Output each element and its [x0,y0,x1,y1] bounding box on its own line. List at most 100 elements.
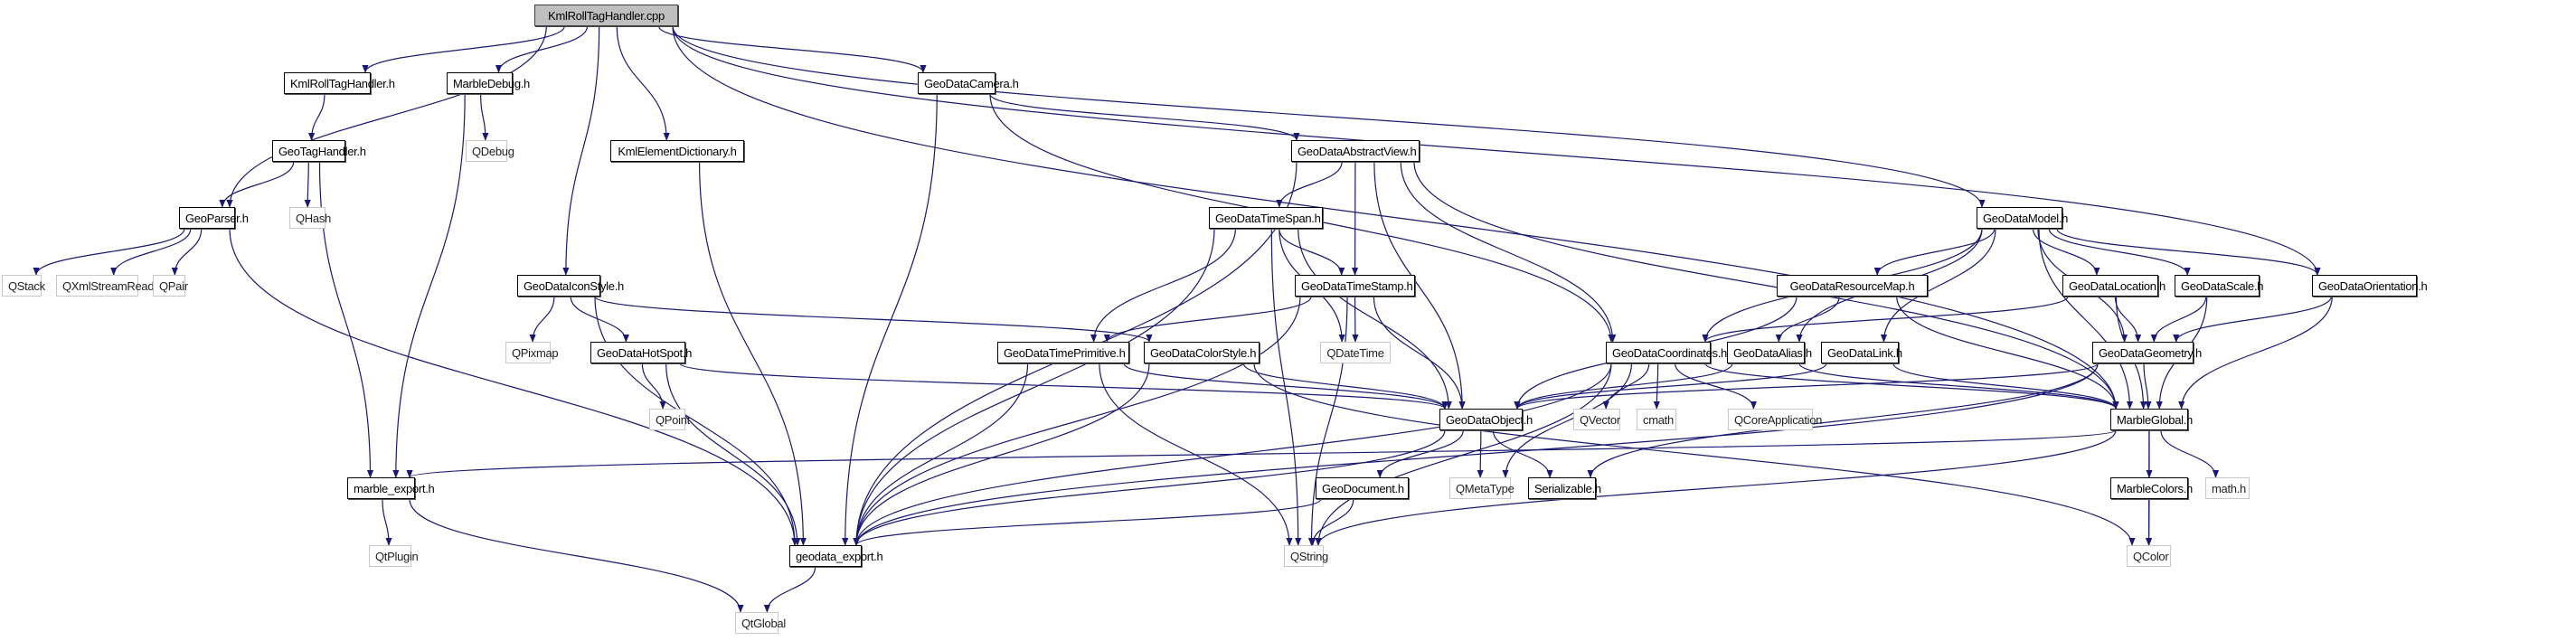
node-geodocument-h[interactable]: GeoDocument.h [1316,477,1409,499]
node-geodataalias-h[interactable]: GeoDataAlias.h [1727,342,1812,363]
edge-geometry-to-geodataexport [853,363,2099,546]
edge-kmlelemdict-to-geodataexport [699,161,807,546]
edge-coordinates-to-cmath [1653,363,1660,410]
edge-orientation-to-geometry [2173,296,2332,343]
node-geotaghandler-h[interactable]: GeoTagHandler.h [272,140,366,162]
edge-geodocument-to-geodataexport [853,498,1322,546]
edge-scale-to-geometry [2150,296,2207,343]
node-geodatahotspot-h[interactable]: GeoDataHotSpot.h [590,342,692,363]
node-geodatamodel-h[interactable]: GeoDataModel.h [1977,207,2068,229]
node-geodatascale-h[interactable]: GeoDataScale.h [2175,275,2264,297]
edge-coordinates-to-marbleglobal [1704,363,2119,410]
node-qcolor: QColor [2127,545,2171,567]
node-geodataobject-h[interactable]: GeoDataObject.h [1439,409,1533,430]
edge-timespan-to-timestamp [1279,228,1345,276]
edge-alias-to-marbleglobal [1798,363,2119,410]
edge-root-to-geoparser [226,25,547,208]
edge-abstractview-to-object [1373,161,1466,410]
edge-root-to-marbledebug [495,25,589,73]
node-geodatatimespan-h[interactable]: GeoDataTimeSpan.h [1209,207,1323,229]
edge-geodocument-to-qstring [1309,498,1354,546]
edge-resourcemap-to-alias [1775,296,1840,343]
node-cmath: cmath [1637,409,1676,430]
edge-abstractview-to-marbleglobal [1413,161,2119,410]
node-marblecolors-h[interactable]: MarbleColors.h [2110,477,2193,499]
edge-camera-to-abstractview [989,93,1300,141]
edge-iconstyle-to-qpixmap [529,296,555,343]
edge-alias-to-object [1514,363,1733,410]
edge-model-to-orientation [2056,228,2321,276]
node-kmlelementdictionary-h[interactable]: KmlElementDictionary.h [610,140,744,162]
edge-root-to-camera [658,25,927,73]
node-geodatacamera-h[interactable]: GeoDataCamera.h [918,72,1019,94]
node-geodata-export-h[interactable]: geodata_export.h [789,545,883,567]
edge-timestamp-to-qstring [1307,296,1348,546]
edge-geometry-to-serializable [1587,363,2099,478]
edge-timespan-to-object [1297,228,1452,410]
edge-root-to-iconstyle [562,25,600,276]
edge-abstractview-to-coordinates [1400,161,1617,343]
edge-orientation-to-marbleglobal [2178,296,2333,410]
edge-marbleglobal-to-mathh [2160,429,2220,478]
node-qdatetime: QDateTime [1320,342,1391,363]
edge-timespan-to-qstring [1270,228,1302,546]
node-qxmlstreamreader: QXmlStreamReader [56,275,165,297]
edge-coordinates-to-qmetatype [1502,363,1633,478]
node-math-h: math.h [2205,477,2250,499]
edge-hotspot-to-object [679,363,1448,410]
edge-kmlrollh-to-geotaghandler [307,93,326,141]
edge-root-to-kmlelemdict [616,25,670,141]
node-geoparser-h[interactable]: GeoParser.h [179,207,249,229]
edge-root-to-kmlrollh [362,25,565,73]
edge-geotaghandler-to-geoparser [219,161,295,208]
edge-root-to-orientation [672,25,2321,276]
node-kmlrolltaghandler-h[interactable]: KmlRollTagHandler.h [284,72,395,94]
node-geodataiconstyle-h[interactable]: GeoDataIconStyle.h [517,275,624,297]
edge-timespan-to-geodataexport [853,228,1215,546]
edge-coordinates-to-qcoreapp [1675,363,1757,410]
node-geodatatimeprimitive-h[interactable]: GeoDataTimePrimitive.h [997,342,1129,363]
edge-object-to-geodocument [1376,429,1464,478]
edge-iconstyle-to-geodataexport [594,296,798,546]
node-qcoreapplication: QCoreApplication [1728,409,1822,430]
node-geodatatimestamp-h[interactable]: GeoDataTimeStamp.h [1295,275,1415,297]
edge-abstractview-to-timespan [1276,161,1343,208]
node-qpoint: QPoint [649,409,690,430]
node-qvector: QVector [1573,409,1620,430]
edge-coordinates-to-qstring [1315,363,1612,546]
node-geodataorientation-h[interactable]: GeoDataOrientation.h [2312,275,2428,297]
edge-object-to-qmetatype [1477,429,1484,478]
edge-resourcemap-to-marbleglobal [1896,296,2119,410]
node-geodatalocation-h[interactable]: GeoDataLocation.h [2062,275,2166,297]
node-qpixmap: QPixmap [505,342,559,363]
edge-model-to-resourcemap [1873,228,1996,276]
node-qtglobal: QtGlobal [735,612,786,634]
node-marble-export-h[interactable]: marble_export.h [347,477,435,499]
node-qmetatype: QMetaType [1449,477,1514,499]
node-geodatageometry-h[interactable]: GeoDataGeometry.h [2092,342,2202,363]
node-geodatacolorstyle-h[interactable]: GeoDataColorStyle.h [1144,342,1260,363]
node-marbleglobal-h[interactable]: MarbleGlobal.h [2110,409,2193,430]
node-qdebug: QDebug [466,140,514,162]
edge-model-to-marbleglobal [2038,228,2134,410]
node-serializable-h[interactable]: Serializable.h [1528,477,1601,499]
edge-iconstyle-to-hotspot [570,296,629,343]
edge-geoparser-to-geodataexport [229,228,798,546]
edge-colorstyle-to-geodataexport [853,363,1150,546]
edge-colorstyle-to-object [1242,363,1448,410]
node-geodataresourcemap-h[interactable]: GeoDataResourceMap.h [1777,275,1928,297]
edge-marbleglobal-to-marbleexport [406,429,2117,478]
node-geodataabstractview-h[interactable]: GeoDataAbstractView.h [1291,140,1420,162]
node-qhash: QHash [289,207,331,229]
node-geodatalink-h[interactable]: GeoDataLink.h [1821,342,1902,363]
edge-geometry-to-marbleglobal [2143,363,2152,410]
edge-timeprimitive-to-object [1123,363,1448,410]
edge-colorstyle-to-qcolor [1253,363,2136,546]
node-geodatacoordinates-h[interactable]: GeoDataCoordinates.h [1606,342,1727,363]
edge-timeprimitive-to-geodataexport [853,363,1029,546]
node-qpair: QPair [153,275,188,297]
edge-geoparser-to-qxml [110,228,192,276]
node-marbledebug-h[interactable]: MarbleDebug.h [447,72,530,94]
edge-geoparser-to-qstack [33,228,185,276]
